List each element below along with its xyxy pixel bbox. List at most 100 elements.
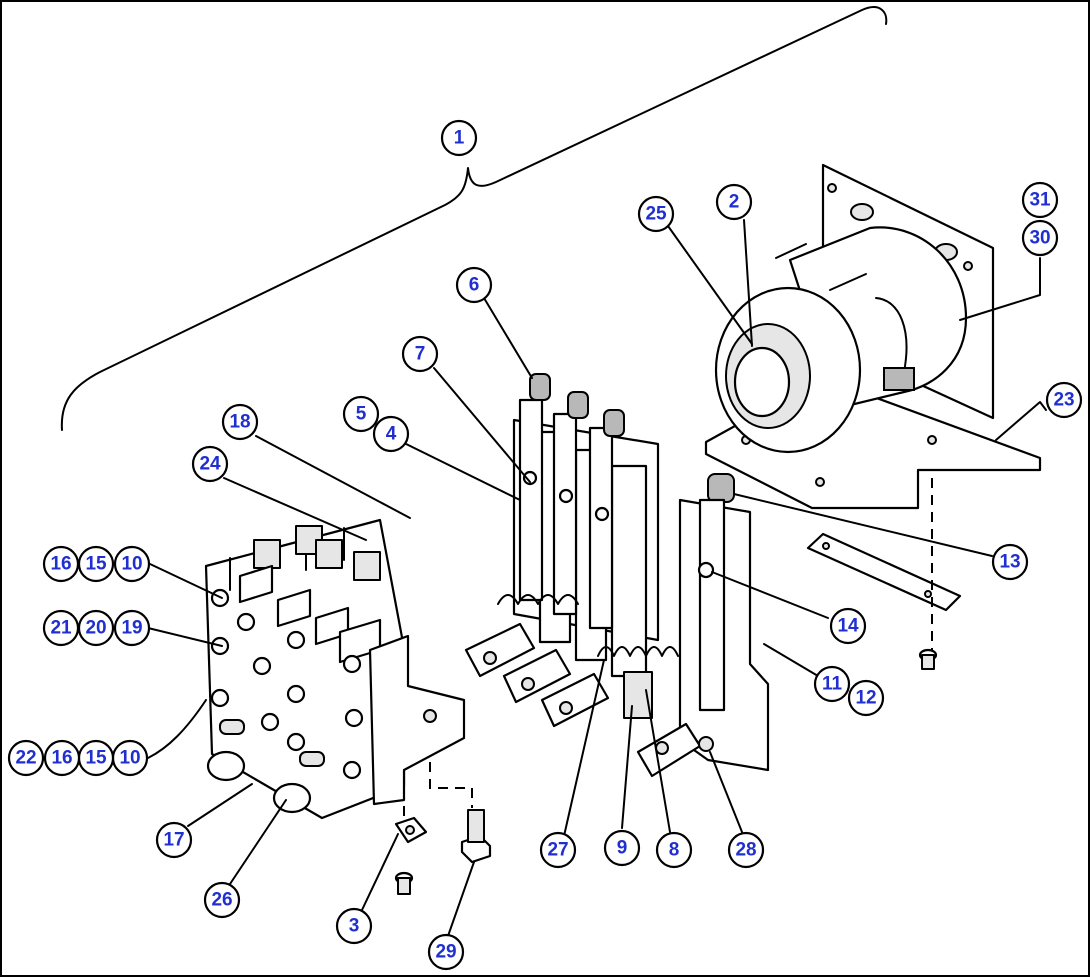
callout-3: 3 bbox=[335, 907, 373, 945]
callout-12: 12 bbox=[847, 679, 885, 717]
svg-text:19: 19 bbox=[121, 618, 142, 639]
coil-stud bbox=[829, 273, 867, 291]
return-spring bbox=[597, 646, 679, 657]
foot-hole bbox=[521, 677, 535, 691]
callout-2: 2 bbox=[715, 183, 753, 221]
svg-text:15: 15 bbox=[85, 554, 107, 575]
callout-11: 11 bbox=[813, 665, 851, 703]
plate-hole bbox=[963, 261, 973, 271]
callout-5: 5 bbox=[342, 395, 380, 433]
contact-finger bbox=[518, 398, 544, 602]
terminal-nut bbox=[342, 760, 362, 780]
terminal-stud bbox=[272, 782, 312, 814]
terminal-nut bbox=[252, 656, 272, 676]
foot-hole bbox=[483, 651, 497, 665]
svg-text:1: 1 bbox=[454, 128, 465, 149]
aux-foot bbox=[636, 722, 702, 778]
callout-10b: 10 bbox=[111, 739, 149, 777]
terminal-slot bbox=[299, 751, 325, 767]
terminal-nut bbox=[260, 712, 280, 732]
coil-stud bbox=[775, 243, 807, 259]
svg-text:24: 24 bbox=[199, 454, 221, 475]
callout-29: 29 bbox=[427, 933, 465, 971]
callout-16b: 16 bbox=[43, 739, 81, 777]
terminal-tab bbox=[353, 551, 381, 581]
clamp-clip bbox=[394, 816, 428, 844]
terminal-nut bbox=[210, 688, 230, 708]
svg-text:6: 6 bbox=[469, 275, 480, 296]
svg-text:10: 10 bbox=[121, 554, 142, 575]
svg-text:26: 26 bbox=[211, 890, 232, 911]
callout-30: 30 bbox=[1021, 219, 1059, 257]
terminal-nut bbox=[286, 630, 306, 650]
callout-7: 7 bbox=[401, 335, 439, 373]
callout-23: 23 bbox=[1045, 381, 1083, 419]
small-screw bbox=[918, 648, 938, 670]
callout-6: 6 bbox=[455, 266, 493, 304]
base-hole bbox=[815, 477, 825, 487]
svg-text:21: 21 bbox=[50, 618, 72, 639]
svg-text:2: 2 bbox=[729, 192, 740, 213]
svg-text:4: 4 bbox=[386, 424, 397, 445]
svg-text:14: 14 bbox=[837, 616, 859, 637]
terminal-nut bbox=[342, 654, 362, 674]
hex-bolt bbox=[460, 809, 492, 864]
contact-tip bbox=[603, 409, 625, 437]
shim-hole bbox=[822, 542, 830, 550]
contact-arm bbox=[610, 464, 648, 678]
contact-screw bbox=[558, 488, 574, 504]
callout-17: 17 bbox=[155, 821, 193, 859]
spring-seat bbox=[623, 671, 653, 719]
contact-screw bbox=[594, 506, 610, 522]
callout-26: 26 bbox=[203, 881, 241, 919]
base-hole bbox=[927, 435, 937, 445]
terminal-post bbox=[276, 588, 312, 628]
terminal-nut bbox=[236, 612, 256, 632]
foot-hole bbox=[559, 701, 573, 715]
plate-hole bbox=[827, 183, 837, 193]
contact-spring bbox=[497, 594, 579, 605]
callout-22: 22 bbox=[7, 739, 45, 777]
contact-tip bbox=[567, 391, 589, 419]
contact-tip bbox=[529, 373, 551, 401]
plate-slot-hole bbox=[850, 203, 874, 221]
magnet-coil-assembly bbox=[704, 163, 1042, 510]
aux-foot-hole bbox=[655, 741, 669, 755]
callout-13: 13 bbox=[991, 543, 1029, 581]
mount-centerline bbox=[429, 762, 473, 808]
callout-20: 20 bbox=[77, 609, 115, 647]
svg-text:7: 7 bbox=[415, 344, 426, 365]
svg-text:9: 9 bbox=[617, 838, 628, 859]
terminal-stud bbox=[206, 750, 246, 782]
coil-core bbox=[733, 346, 791, 418]
svg-text:3: 3 bbox=[349, 916, 360, 937]
callout-15a: 15 bbox=[77, 545, 115, 583]
svg-text:17: 17 bbox=[163, 830, 184, 851]
svg-text:8: 8 bbox=[669, 840, 680, 861]
main-contact-assembly bbox=[464, 373, 679, 728]
leader-lines bbox=[147, 219, 1047, 937]
coil-terminal-block bbox=[883, 367, 915, 391]
coil-winding-edge bbox=[875, 297, 908, 373]
terminal-slot bbox=[219, 719, 245, 735]
aux-contact-arm bbox=[698, 498, 726, 712]
small-screw bbox=[394, 871, 414, 895]
contact-finger bbox=[588, 426, 614, 630]
svg-text:10: 10 bbox=[119, 748, 140, 769]
contact-finger bbox=[552, 412, 578, 616]
svg-text:20: 20 bbox=[85, 618, 106, 639]
svg-text:29: 29 bbox=[435, 942, 456, 963]
aux-contact-assembly bbox=[636, 473, 770, 778]
terminal-nut bbox=[286, 684, 306, 704]
svg-text:11: 11 bbox=[822, 674, 843, 695]
terminal-tab bbox=[253, 539, 281, 569]
shim-hole bbox=[924, 590, 932, 598]
callout-31: 31 bbox=[1021, 181, 1059, 219]
callout-16a: 16 bbox=[42, 545, 80, 583]
callout-18: 18 bbox=[221, 403, 259, 441]
contact-screw bbox=[522, 470, 538, 486]
svg-text:16: 16 bbox=[51, 748, 72, 769]
contact-foot bbox=[464, 622, 536, 678]
svg-text:31: 31 bbox=[1029, 190, 1051, 211]
svg-text:23: 23 bbox=[1053, 390, 1074, 411]
